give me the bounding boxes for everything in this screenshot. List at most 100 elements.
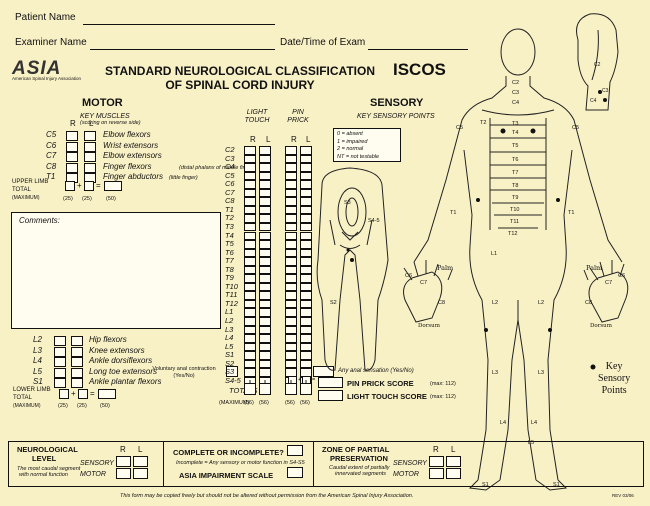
sensory-score-box[interactable] xyxy=(285,146,297,155)
lt-r-total-box[interactable] xyxy=(244,383,256,395)
sensory-score-box[interactable] xyxy=(285,274,297,283)
sensory-score-box[interactable] xyxy=(244,351,256,360)
motor-l-box[interactable] xyxy=(84,131,96,141)
anal-sensation-box[interactable] xyxy=(313,366,334,377)
sensory-score-box[interactable] xyxy=(300,180,312,189)
sensory-score-box[interactable] xyxy=(259,188,271,198)
motor-r-box[interactable] xyxy=(54,367,66,378)
sensory-score-box[interactable] xyxy=(300,231,312,240)
sensory-score-box[interactable] xyxy=(259,257,271,266)
sensory-score-box[interactable] xyxy=(259,214,271,223)
sensory-score-box[interactable] xyxy=(259,171,271,181)
neuro-sensory-l-box[interactable] xyxy=(133,456,148,467)
sensory-score-box[interactable] xyxy=(244,154,256,164)
motor-r-box[interactable] xyxy=(66,141,78,152)
sensory-score-box[interactable] xyxy=(259,163,271,172)
sensory-score-box[interactable] xyxy=(285,334,297,343)
lower-r-total-box[interactable] xyxy=(59,389,69,399)
sensory-score-box[interactable] xyxy=(259,308,271,317)
sensory-score-box[interactable] xyxy=(259,274,271,283)
sensory-score-box[interactable] xyxy=(285,222,297,232)
sensory-score-box[interactable] xyxy=(244,188,256,198)
sensory-score-box[interactable] xyxy=(285,342,297,352)
zpp-motor-l-box[interactable] xyxy=(446,468,461,479)
patient-name-field[interactable] xyxy=(83,24,275,25)
sensory-score-box[interactable] xyxy=(244,180,256,189)
upper-r-total-box[interactable] xyxy=(65,181,75,191)
sensory-score-box[interactable] xyxy=(300,308,312,317)
motor-r-box[interactable] xyxy=(54,336,66,346)
sensory-score-box[interactable] xyxy=(259,325,271,335)
sensory-score-box[interactable] xyxy=(300,222,312,232)
sensory-score-box[interactable] xyxy=(285,163,297,172)
sensory-score-box[interactable] xyxy=(244,214,256,223)
sensory-score-box[interactable] xyxy=(285,154,297,164)
sensory-score-box[interactable] xyxy=(300,205,312,215)
motor-r-box[interactable] xyxy=(54,357,66,368)
sensory-score-box[interactable] xyxy=(244,205,256,215)
neuro-motor-r-box[interactable] xyxy=(116,468,131,479)
motor-l-box[interactable] xyxy=(71,367,83,378)
sensory-score-box[interactable] xyxy=(300,334,312,343)
sensory-score-box[interactable] xyxy=(300,317,312,326)
motor-r-box[interactable] xyxy=(66,152,78,163)
lower-l-total-box[interactable] xyxy=(78,389,88,399)
upper-total-box[interactable] xyxy=(104,181,122,191)
sensory-score-box[interactable] xyxy=(285,231,297,240)
sensory-score-box[interactable] xyxy=(300,197,312,206)
sensory-score-box[interactable] xyxy=(259,146,271,155)
motor-r-box[interactable] xyxy=(66,131,78,141)
impairment-scale-box[interactable] xyxy=(287,467,303,478)
examiner-name-field[interactable] xyxy=(90,49,275,50)
sensory-score-box[interactable] xyxy=(259,265,271,275)
neuro-motor-l-box[interactable] xyxy=(133,468,148,479)
sensory-score-box[interactable] xyxy=(285,299,297,309)
sensory-score-box[interactable] xyxy=(259,368,271,377)
sensory-score-box[interactable] xyxy=(259,342,271,352)
sensory-score-box[interactable] xyxy=(285,171,297,181)
sensory-score-box[interactable] xyxy=(300,188,312,198)
sensory-score-box[interactable] xyxy=(259,359,271,369)
sensory-score-box[interactable] xyxy=(285,325,297,335)
motor-l-box[interactable] xyxy=(71,357,83,368)
sensory-score-box[interactable] xyxy=(259,291,271,300)
sensory-score-box[interactable] xyxy=(259,351,271,360)
light-touch-score-box[interactable] xyxy=(318,390,343,401)
sensory-score-box[interactable] xyxy=(300,163,312,172)
sensory-score-box[interactable] xyxy=(244,248,256,258)
sensory-score-box[interactable] xyxy=(300,342,312,352)
sensory-score-box[interactable] xyxy=(244,317,256,326)
sensory-score-box[interactable] xyxy=(300,214,312,223)
sensory-score-box[interactable] xyxy=(244,282,256,292)
sensory-score-box[interactable] xyxy=(300,171,312,181)
motor-l-box[interactable] xyxy=(71,378,83,389)
zpp-sensory-r-box[interactable] xyxy=(429,456,444,467)
sensory-score-box[interactable] xyxy=(244,163,256,172)
sensory-score-box[interactable] xyxy=(285,240,297,249)
sensory-score-box[interactable] xyxy=(244,265,256,275)
pin-prick-score-box[interactable] xyxy=(318,377,343,388)
sensory-score-box[interactable] xyxy=(244,291,256,300)
upper-l-total-box[interactable] xyxy=(84,181,94,191)
sensory-score-box[interactable] xyxy=(285,351,297,360)
sensory-score-box[interactable] xyxy=(244,222,256,232)
pp-sum-r[interactable] xyxy=(288,376,297,384)
motor-r-box[interactable] xyxy=(54,378,66,389)
sensory-score-box[interactable] xyxy=(300,240,312,249)
sensory-score-box[interactable] xyxy=(244,274,256,283)
sensory-score-box[interactable] xyxy=(244,171,256,181)
sensory-score-box[interactable] xyxy=(285,317,297,326)
sensory-score-box[interactable] xyxy=(259,299,271,309)
date-time-field[interactable] xyxy=(368,49,468,50)
sensory-score-box[interactable] xyxy=(285,248,297,258)
sensory-score-box[interactable] xyxy=(244,197,256,206)
sensory-score-box[interactable] xyxy=(259,282,271,292)
sensory-score-box[interactable] xyxy=(259,222,271,232)
zpp-sensory-l-box[interactable] xyxy=(446,456,461,467)
sensory-score-box[interactable] xyxy=(300,257,312,266)
lower-total-box[interactable] xyxy=(98,389,116,399)
sensory-score-box[interactable] xyxy=(300,291,312,300)
sensory-score-box[interactable] xyxy=(300,154,312,164)
sensory-score-box[interactable] xyxy=(244,325,256,335)
sensory-score-box[interactable] xyxy=(244,359,256,369)
